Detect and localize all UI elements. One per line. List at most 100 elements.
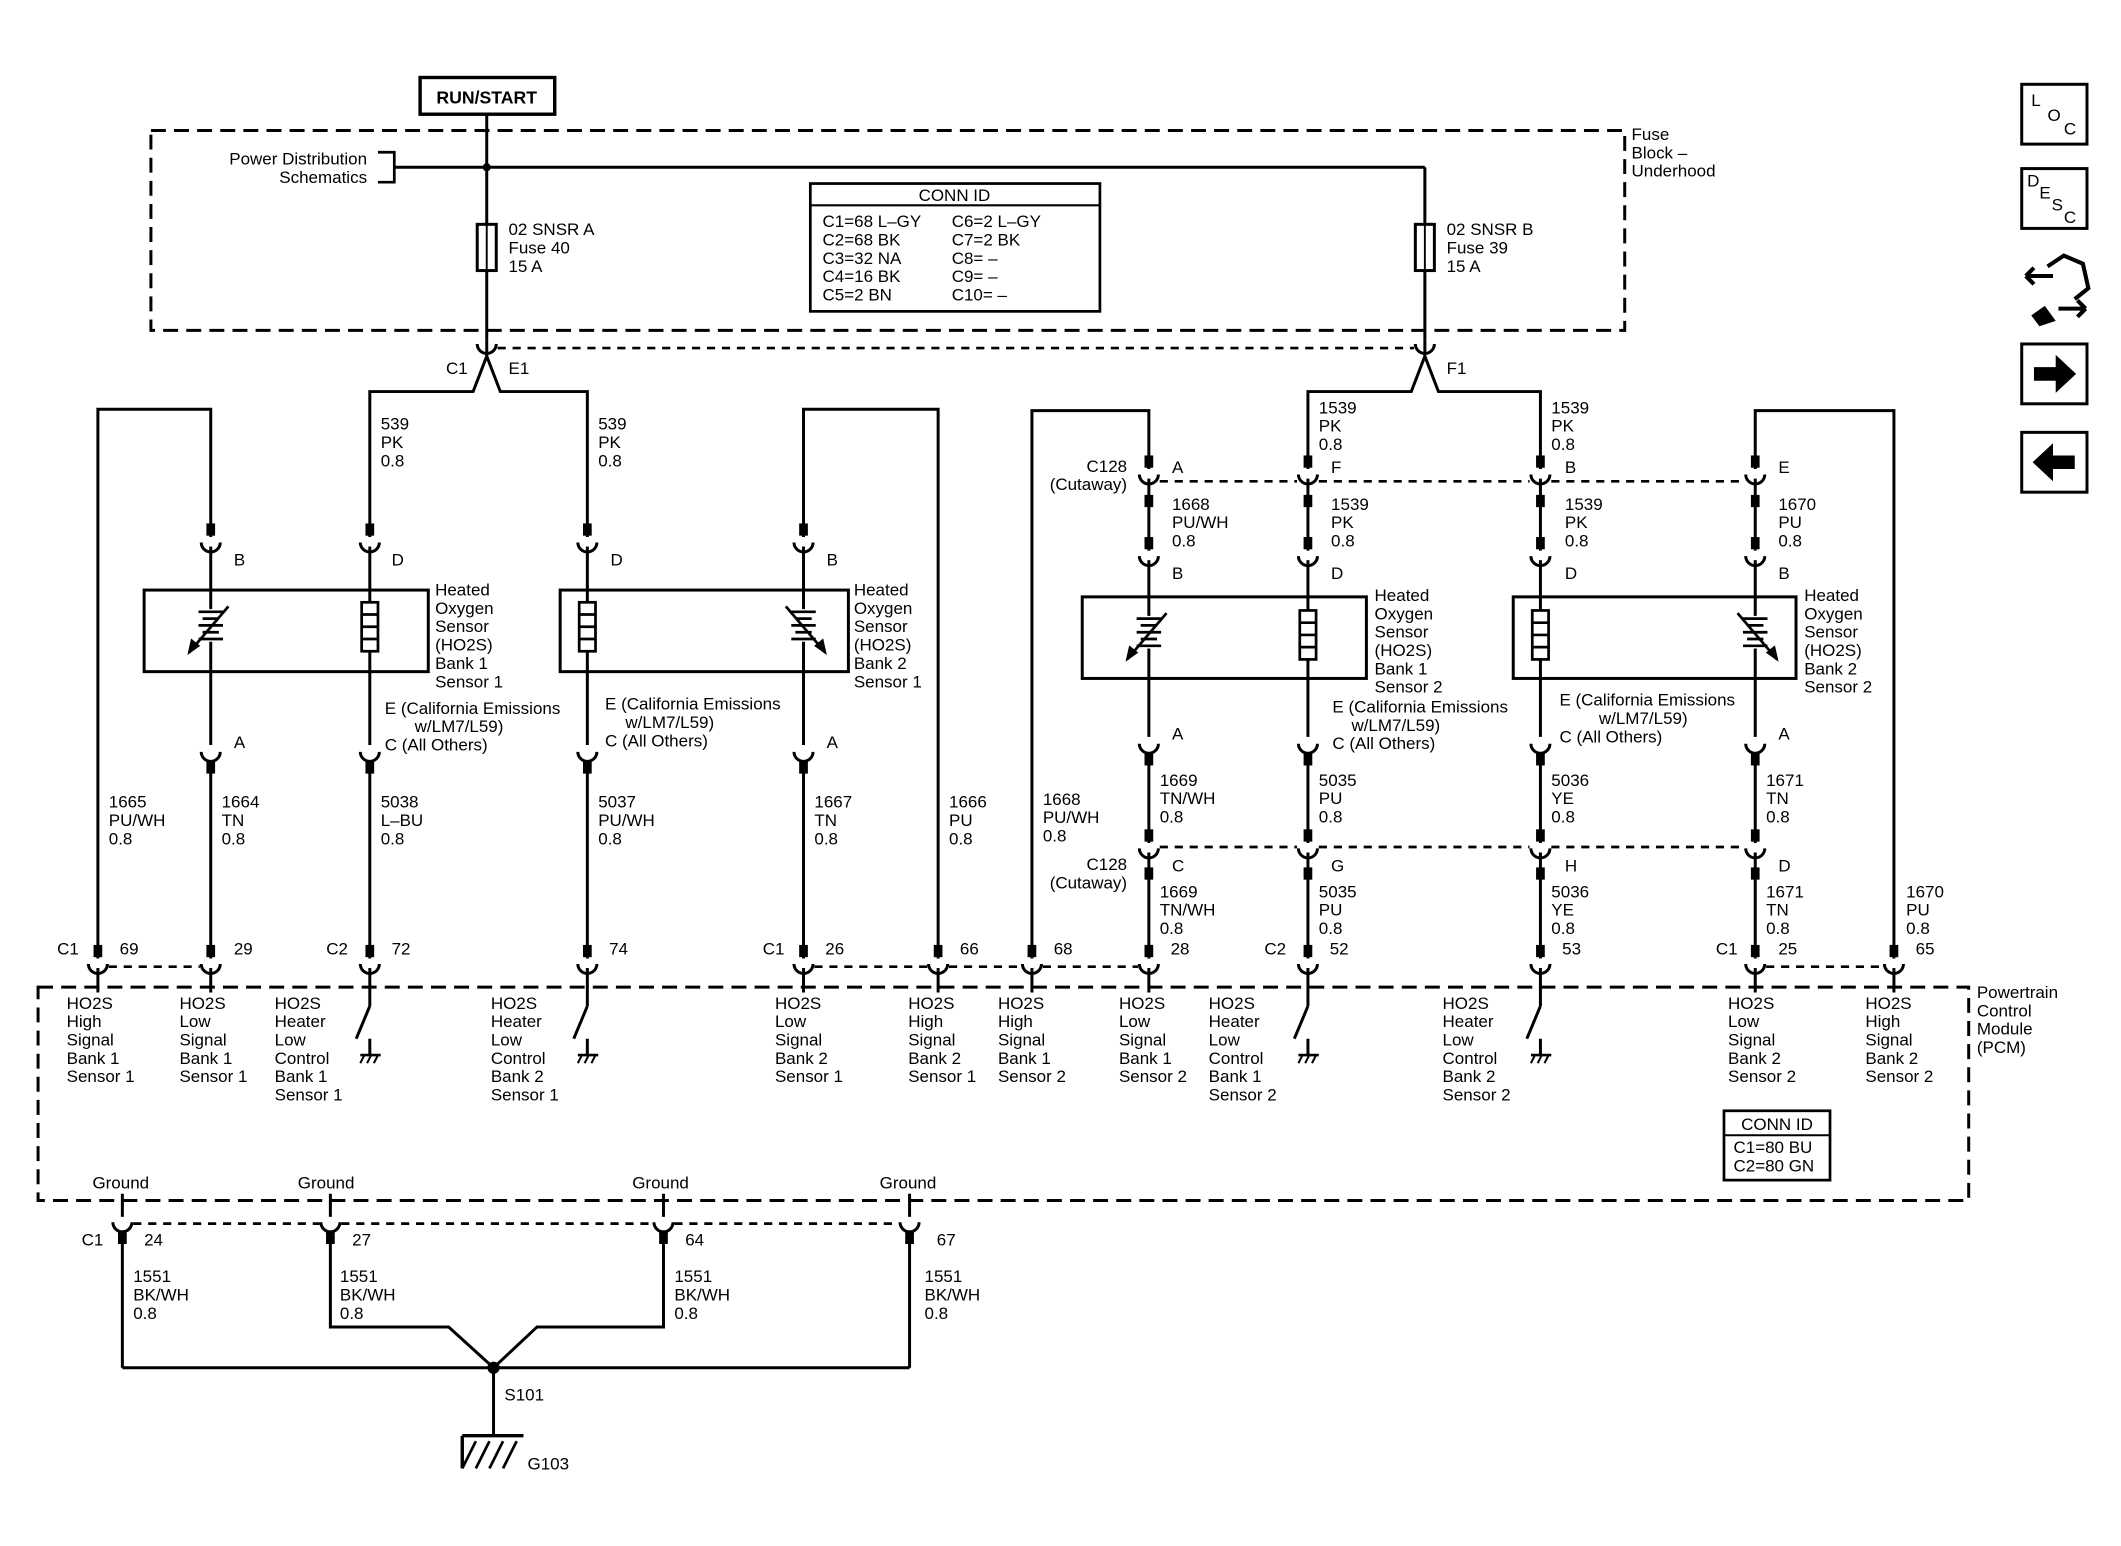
svg-text:C2: C2 (1264, 939, 1286, 958)
svg-text:CONN ID: CONN ID (1741, 1115, 1813, 1134)
svg-text:27: 27 (352, 1230, 371, 1249)
heater-element (1530, 596, 1550, 679)
svg-text:B: B (1172, 564, 1183, 583)
sensor-bank1-sensor1 (142, 588, 430, 674)
svg-text:A: A (1172, 725, 1184, 744)
svg-text:S: S (2052, 196, 2063, 215)
svg-text:B: B (827, 551, 838, 570)
svg-text:E: E (1778, 458, 1789, 477)
svg-text:CONN ID: CONN ID (919, 186, 991, 205)
svg-text:A: A (234, 733, 246, 752)
low-side-driver (354, 968, 381, 1064)
oxygen-sensor-element (1736, 596, 1779, 679)
low-side-driver (1292, 968, 1319, 1064)
svg-text:28: 28 (1171, 939, 1190, 958)
svg-text:D: D (610, 551, 622, 570)
description-button[interactable]: D E S C (2020, 167, 2089, 230)
svg-text:C: C (1172, 857, 1184, 876)
low-side-driver (572, 968, 599, 1064)
svg-text:29: 29 (234, 939, 253, 958)
svg-text:53: 53 (1562, 939, 1581, 958)
previous-page-button[interactable] (2020, 430, 2089, 494)
c128-bottom-connector (1137, 829, 1767, 860)
svg-text:O: O (2048, 106, 2061, 125)
sensor-bank2-sensor2 (1511, 595, 1798, 680)
fuse-block-boundary (149, 129, 1627, 332)
oxygen-sensor-element (187, 590, 230, 672)
svg-text:D: D (1565, 564, 1577, 583)
location-button[interactable]: L O C (2020, 82, 2089, 146)
oxygen-sensor-element (784, 590, 827, 672)
svg-text:C: C (2064, 120, 2076, 139)
svg-text:S101: S101 (504, 1385, 544, 1404)
svg-text:C1: C1 (763, 939, 785, 958)
svg-text:72: 72 (392, 939, 411, 958)
svg-text:E: E (2039, 184, 2050, 203)
svg-text:L: L (2031, 91, 2040, 110)
ground-connector-pins (111, 1220, 921, 1245)
ground-g103-icon (460, 1434, 524, 1469)
sensor-bank1-sensor2 (1080, 595, 1368, 680)
heater-element (360, 590, 380, 672)
c128-top-connector (1137, 455, 1767, 486)
svg-text:E1: E1 (508, 359, 529, 378)
svg-text:69: 69 (120, 939, 139, 958)
next-page-button[interactable] (2020, 342, 2089, 406)
svg-text:Ground: Ground (880, 1173, 937, 1192)
connector-icon[interactable] (2024, 253, 2091, 327)
svg-text:A: A (827, 733, 839, 752)
svg-text:C128(Cutaway): C128(Cutaway) (1050, 457, 1127, 494)
svg-text:H: H (1565, 857, 1577, 876)
svg-text:G103: G103 (528, 1455, 570, 1474)
heater-element (577, 590, 597, 672)
svg-text:25: 25 (1778, 939, 1797, 958)
svg-text:Ground: Ground (298, 1173, 355, 1192)
svg-text:C1: C1 (446, 359, 468, 378)
svg-text:68: 68 (1054, 939, 1073, 958)
svg-text:66: 66 (960, 939, 979, 958)
run-start-label: RUN/START (436, 87, 537, 107)
svg-text:F1: F1 (1447, 359, 1467, 378)
svg-text:24: 24 (144, 1230, 163, 1249)
heater-element (1298, 596, 1318, 679)
